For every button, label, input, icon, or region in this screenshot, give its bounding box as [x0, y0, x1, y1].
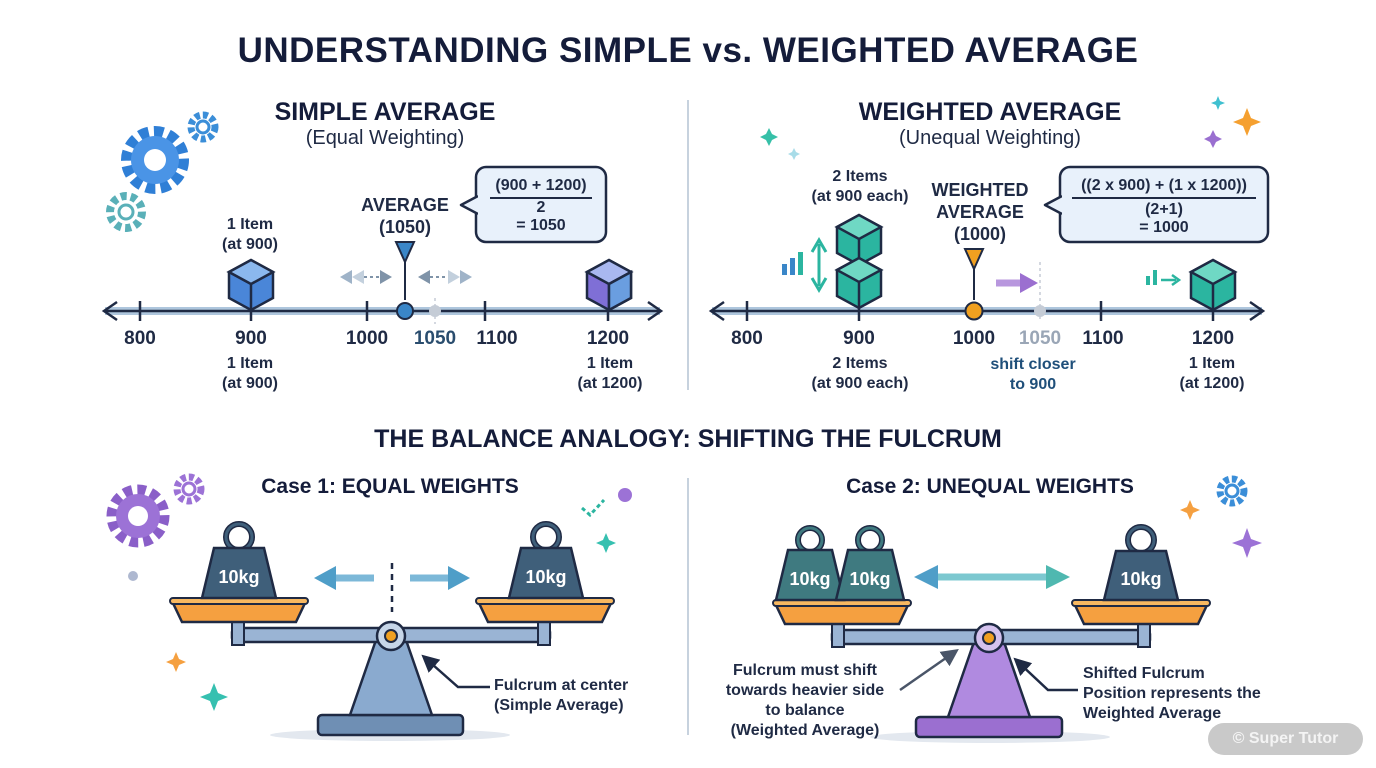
case2-title: Case 2: UNEQUAL WEIGHTS	[846, 475, 1134, 498]
cube-icon	[834, 213, 884, 267]
balance-scale-unequal	[772, 524, 1211, 743]
tick-label: 1200	[586, 328, 630, 349]
weighted-number-line	[708, 262, 1266, 322]
weighted-left-below: 2 Items	[832, 355, 888, 372]
balance-heading: THE BALANCE ANALOGY: SHIFTING THE FULCRU…	[374, 425, 1002, 453]
sparkle-icon	[760, 128, 778, 146]
case2-left-note-1: Fulcrum must shift	[732, 662, 877, 679]
case2-right-note-2: Position represents the	[1083, 685, 1261, 702]
simple-left-below: 1 Item	[226, 355, 274, 372]
case2-left-note-3: to balance	[765, 702, 845, 719]
sparkle-icon	[1211, 96, 1225, 110]
tick-label: 1200	[1191, 328, 1235, 349]
weight-label: 10kg	[849, 569, 891, 589]
balance-arrows	[340, 270, 472, 284]
sparkle-icon	[596, 533, 616, 553]
tick-label: 900	[235, 328, 267, 349]
case1-note-sub: (Simple Average)	[494, 697, 624, 714]
simple-item-label: 1 Item	[226, 216, 274, 233]
weighted-average-label: WEIGHTED	[931, 180, 1029, 200]
case2-right-note-3: Weighted Average	[1083, 705, 1222, 722]
shift-note-sub: to 900	[1009, 376, 1057, 393]
weighted-heading: WEIGHTED AVERAGE	[858, 98, 1122, 126]
sparkle-icon	[200, 683, 228, 711]
weighted-formula-denominator: (2+1)	[1145, 201, 1183, 218]
tick-label-faded: 1050	[1018, 328, 1062, 349]
page-title: UNDERSTANDING SIMPLE vs. WEIGHTED AVERAG…	[237, 31, 1139, 70]
gear-icon	[173, 473, 205, 505]
tick-label: 900	[843, 328, 875, 349]
sparkle-icon	[166, 652, 186, 672]
weighted-average-marker	[963, 248, 1038, 321]
watermark-badge: © Super Tutor	[1208, 723, 1363, 755]
gear-icon	[1216, 475, 1248, 507]
simple-number-line	[101, 300, 664, 322]
simple-formula-denominator: 2	[536, 199, 546, 216]
sparkle-icon	[1233, 108, 1261, 136]
weighted-average-value: (1000)	[953, 224, 1007, 244]
sparkle-icon	[788, 148, 800, 160]
weighted-items-sublabel: (at 900 each)	[811, 188, 909, 205]
weight-label: 10kg	[1120, 569, 1162, 589]
bar-chart-icon	[1146, 270, 1182, 287]
simple-heading: SIMPLE AVERAGE	[274, 98, 496, 126]
case2-left-note-2: towards heavier side	[725, 682, 885, 699]
simple-left-below-sub: (at 900)	[221, 375, 279, 392]
simple-right-below: 1 Item	[586, 355, 634, 372]
gear-icon	[121, 126, 189, 194]
dot-icon	[128, 571, 138, 581]
tick-label-average: 1050	[413, 328, 457, 349]
gear-icon	[106, 484, 170, 548]
formula-bubble	[459, 165, 608, 244]
tick-label: 1000	[952, 328, 996, 349]
weighted-formula-numerator: ((2 x 900) + (1 x 1200))	[1081, 177, 1247, 194]
case2-right-note-1: Shifted Fulcrum	[1083, 665, 1205, 682]
weighted-average-label-2: AVERAGE	[936, 202, 1024, 222]
bar-chart-icon	[782, 237, 828, 293]
weighted-subheading: (Unequal Weighting)	[899, 127, 1081, 149]
tick-label: 800	[731, 328, 763, 349]
cube-icon	[834, 256, 884, 310]
simple-right-below-sub: (at 1200)	[577, 375, 643, 392]
sparkle-icon	[1204, 130, 1222, 148]
sparkle-icon	[1232, 528, 1262, 558]
check-icon	[581, 498, 606, 518]
cube-icon	[584, 258, 634, 313]
simple-formula-numerator: (900 + 1200)	[495, 177, 587, 194]
case2-left-note-4: (Weighted Average)	[730, 722, 880, 739]
shift-note: shift closer	[990, 356, 1076, 373]
tick-label: 1000	[345, 328, 389, 349]
simple-subheading: (Equal Weighting)	[305, 127, 465, 149]
simple-formula-result: = 1050	[516, 217, 566, 234]
case1-note: Fulcrum at center	[494, 677, 629, 694]
tick-label: 1100	[476, 328, 518, 349]
tick-label: 1100	[1082, 328, 1124, 349]
balance-scale-equal	[169, 521, 615, 741]
tick-label: 800	[124, 328, 156, 349]
cube-icon	[226, 258, 276, 312]
dot-icon	[618, 488, 632, 502]
weight-label: 10kg	[525, 567, 567, 587]
weighted-formula-result: = 1000	[1139, 219, 1189, 236]
average-value: (1050)	[378, 217, 432, 237]
formula-bubble	[1043, 165, 1270, 244]
simple-item-sublabel: (at 900)	[221, 236, 279, 253]
average-marker	[394, 241, 441, 324]
average-label: AVERAGE	[361, 195, 449, 215]
gear-icon	[106, 192, 146, 232]
gear-icon	[187, 111, 219, 143]
case1-title: Case 1: EQUAL WEIGHTS	[261, 475, 519, 498]
weighted-left-below-sub: (at 900 each)	[811, 375, 909, 392]
weighted-right-below: 1 Item	[1188, 355, 1236, 372]
weight-label: 10kg	[789, 569, 831, 589]
sparkle-icon	[1180, 500, 1200, 520]
weighted-items-label: 2 Items	[832, 168, 888, 185]
cube-icon	[1188, 258, 1238, 312]
weighted-right-below-sub: (at 1200)	[1179, 375, 1245, 392]
weight-label: 10kg	[218, 567, 260, 587]
